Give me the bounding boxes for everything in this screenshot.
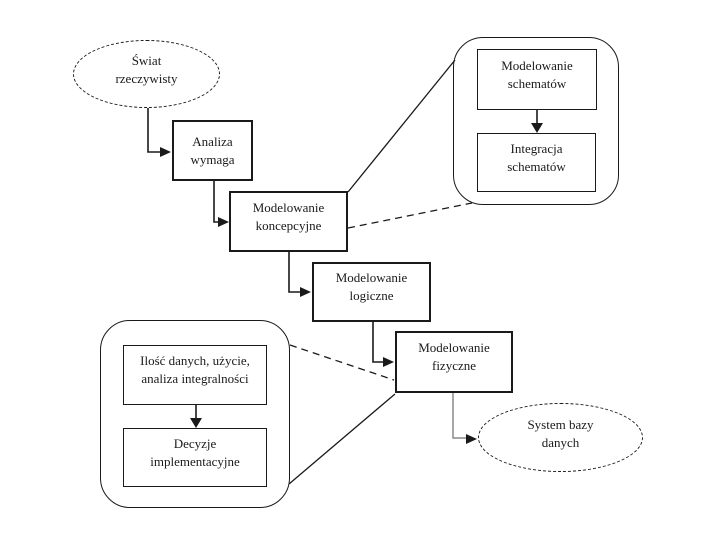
arrowhead-real-world-to-requirements-icon bbox=[160, 147, 171, 157]
requirements-analysis-box: Analiza wymaga bbox=[172, 120, 253, 181]
implementation-decisions-label: Decyzje implementacyjne bbox=[150, 435, 240, 469]
data-usage-analysis-box: Ilość danych, użycie, analiza integralno… bbox=[123, 345, 267, 405]
physical-modeling-box: Modelowanie fizyczne bbox=[395, 331, 513, 393]
implementation-decisions-box: Decyzje implementacyjne bbox=[123, 428, 267, 487]
logical-modeling-box: Modelowanie logiczne bbox=[312, 262, 431, 322]
arrowhead-conceptual-to-logical-icon bbox=[300, 287, 311, 297]
database-system-label: System bazy danych bbox=[527, 416, 594, 450]
arrowhead-logical-to-physical-icon bbox=[383, 357, 394, 367]
link-physical-detail-bottom bbox=[288, 393, 396, 485]
conceptual-detail-group bbox=[453, 37, 619, 205]
edge-requirements-to-conceptual bbox=[213, 181, 220, 223]
physical-modeling-label: Modelowanie fizyczne bbox=[418, 340, 490, 373]
schema-modeling-box: Modelowanie schematów bbox=[477, 49, 597, 110]
link-physical-detail-top bbox=[289, 344, 395, 381]
real-world-ellipse: Świat rzeczywisty bbox=[73, 40, 220, 108]
conceptual-modeling-box: Modelowanie koncepcyjne bbox=[229, 191, 348, 252]
real-world-label: Świat rzeczywisty bbox=[115, 53, 178, 86]
link-conceptual-detail-top bbox=[347, 59, 456, 193]
schema-integration-label: Integracja schematów bbox=[507, 140, 566, 174]
logical-modeling-label: Modelowanie logiczne bbox=[335, 270, 408, 303]
data-usage-analysis-label: Ilość danych, użycie, analiza integralno… bbox=[140, 353, 250, 386]
edge-physical-to-database bbox=[452, 393, 466, 439]
schema-integration-box: Integracja schematów bbox=[477, 133, 596, 192]
edge-logical-to-physical bbox=[372, 322, 384, 363]
conceptual-modeling-label: Modelowanie koncepcyjne bbox=[252, 199, 325, 233]
requirements-analysis-label: Analiza wymaga bbox=[190, 133, 235, 167]
edge-conceptual-to-logical bbox=[288, 252, 301, 293]
physical-detail-group bbox=[100, 320, 290, 508]
link-conceptual-detail-bottom bbox=[347, 202, 473, 229]
schema-modeling-label: Modelowanie schematów bbox=[501, 57, 573, 91]
arrowhead-physical-to-database-icon bbox=[466, 434, 477, 444]
arrowhead-requirements-to-conceptual-icon bbox=[218, 217, 229, 227]
edge-real-world-to-requirements bbox=[147, 108, 162, 153]
database-system-ellipse: System bazy danych bbox=[478, 403, 643, 472]
